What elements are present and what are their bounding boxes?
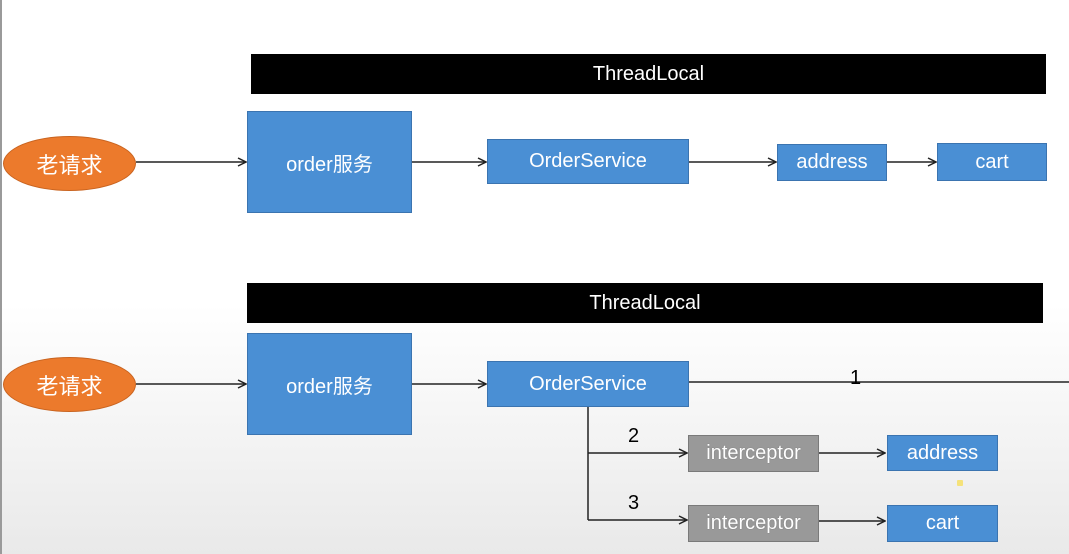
order-service-node-top: order服务 [247, 111, 412, 213]
old-request-node-top: 老请求 [3, 136, 136, 191]
cursor-highlight-mark [957, 480, 963, 486]
orderservice-class-node-top: OrderService [487, 139, 689, 184]
address-node-bottom: address [887, 435, 998, 471]
cart-node-top: cart [937, 143, 1047, 181]
address-label-bottom: address [906, 441, 979, 464]
interceptor-node-1: interceptor [688, 435, 819, 472]
old-request-label-top: 老请求 [36, 152, 103, 178]
threadlocal-label-bottom: ThreadLocal [589, 291, 701, 314]
order-service-label-bottom: order服务 [286, 375, 373, 398]
orderservice-class-node-bottom: OrderService [487, 361, 689, 407]
orderservice-class-label-bottom: OrderService [529, 372, 647, 395]
cart-label-top: cart [975, 150, 1009, 173]
branch-1-label: 1 [850, 367, 862, 389]
cart-node-bottom: cart [887, 505, 998, 542]
cart-label-bottom: cart [925, 512, 960, 534]
branch-3-label: 3 [628, 492, 640, 514]
address-label-top: address [796, 151, 868, 173]
left-edge-border [0, 0, 2, 554]
address-node-top: address [777, 144, 887, 181]
orderservice-class-label-top: OrderService [529, 150, 647, 172]
threadlocal-label-top: ThreadLocal [592, 62, 705, 85]
threadlocal-bar-top: ThreadLocal [251, 54, 1046, 94]
old-request-label-bottom: 老请求 [36, 373, 103, 399]
order-service-label-top: order服务 [286, 153, 373, 176]
old-request-node-bottom: 老请求 [3, 357, 136, 412]
branch-2-label: 2 [628, 425, 640, 447]
threadlocal-bar-bottom: ThreadLocal [247, 283, 1043, 323]
interceptor-label-1: interceptor [706, 442, 801, 464]
order-service-node-bottom: order服务 [247, 333, 412, 435]
interceptor-label-2: interceptor [706, 512, 801, 534]
interceptor-node-2: interceptor [688, 505, 819, 542]
